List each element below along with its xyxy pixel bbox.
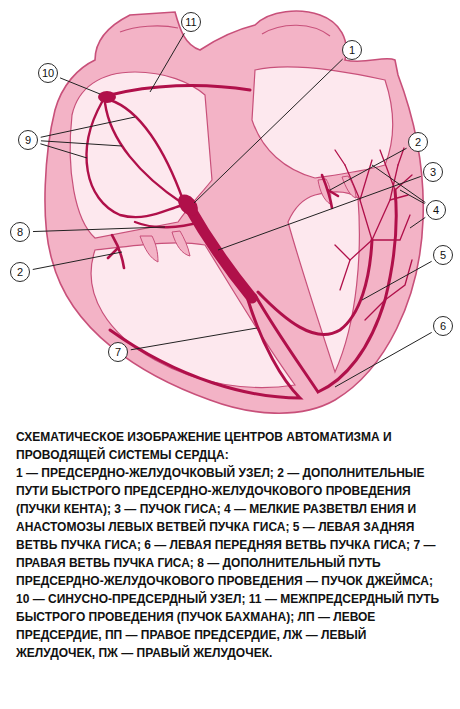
his-bundle: [188, 205, 252, 298]
leader-line: [131, 328, 257, 350]
caption-title: СХЕМАТИЧЕСКОЕ ИЗОБРАЖЕНИЕ ЦЕНТРОВ АВТОМА…: [16, 428, 446, 464]
purkinje-fiber: [360, 160, 372, 200]
leader-line: [194, 59, 343, 203]
left-anterior-branch: [255, 190, 396, 392]
leader-line: [218, 176, 421, 250]
kent-bundle: [108, 235, 124, 268]
atrioventricular-node: [174, 191, 202, 220]
left-posterior-branch: [258, 240, 372, 335]
purkinje-fiber: [335, 150, 345, 165]
internodal-path: [110, 100, 183, 200]
leader-line: [362, 261, 432, 300]
purkinje-fiber: [340, 240, 372, 290]
leader-lines: [33, 33, 432, 387]
vena-cava-lumen: [120, 26, 178, 32]
callout-number: 7: [108, 342, 128, 362]
callout-number: 2: [10, 262, 30, 282]
leader-line: [33, 227, 165, 232]
heart-wall: [45, 11, 423, 413]
callout-number: 6: [433, 316, 453, 336]
right-bundle-branch: [110, 300, 300, 398]
leader-line: [410, 217, 425, 228]
purkinje-network: [335, 148, 412, 320]
kent-bundle: [322, 175, 338, 208]
internodal-path: [105, 103, 182, 203]
leader-line: [372, 165, 425, 203]
james-bundle: [135, 222, 200, 227]
callout-number: 1: [342, 40, 362, 60]
purkinje-fiber: [390, 195, 408, 200]
left-ventricle-cavity: [288, 192, 359, 372]
tricuspid-valve: [140, 231, 190, 262]
purkinje-fiber: [372, 165, 398, 240]
leader-line: [41, 117, 135, 137]
bachmann-bundle: [110, 85, 250, 95]
caption-text: 1 — ПРЕДСЕРДНО-ЖЕЛУДОЧКОВЫЙ УЗЕЛ; 2 — ДО…: [16, 464, 446, 662]
aorta-lumen: [262, 25, 330, 36]
callout-number: 4: [426, 200, 446, 220]
leader-line: [60, 78, 100, 94]
callout-number: 10: [38, 63, 58, 83]
purkinje-fiber: [365, 300, 385, 320]
callout-number: 11: [181, 12, 201, 32]
callout-number: 2: [408, 132, 428, 152]
right-atrium-cavity: [70, 72, 212, 238]
caption-block: СХЕМАТИЧЕСКОЕ ИЗОБРАЖЕНИЕ ЦЕНТРОВ АВТОМА…: [16, 428, 446, 662]
internodal-path: [87, 102, 180, 217]
leader-line: [150, 33, 184, 92]
callout-number: 8: [10, 222, 30, 242]
leader-line: [33, 252, 122, 269]
callout-number: 3: [423, 162, 443, 182]
leader-line: [330, 148, 407, 190]
purkinje-fiber: [372, 215, 410, 240]
leader-line: [400, 190, 425, 204]
sinoatrial-node: [98, 91, 116, 103]
right-ventricle-cavity: [91, 243, 295, 388]
leader-line: [335, 332, 432, 387]
leader-line: [40, 144, 87, 158]
leader-line: [41, 141, 122, 146]
purkinje-fiber: [335, 245, 350, 260]
callout-number: 9: [18, 130, 38, 150]
callout-number: 5: [433, 245, 453, 265]
